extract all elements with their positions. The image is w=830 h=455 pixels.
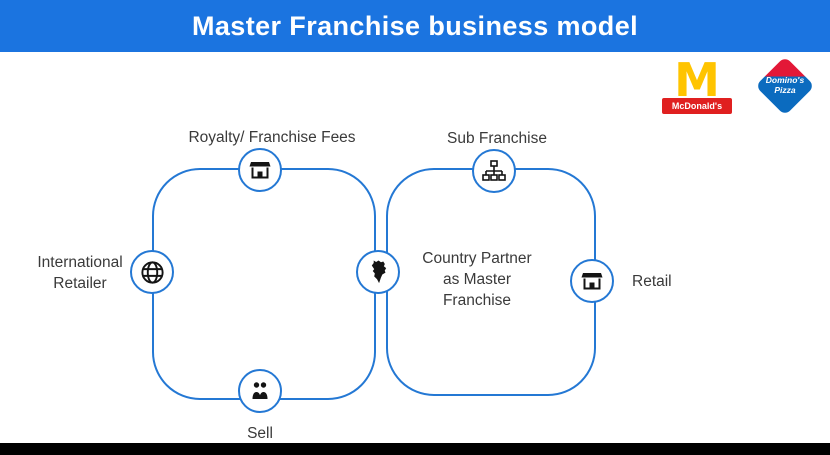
people-icon	[252, 382, 268, 399]
sub-franchise-label: Sub Franchise	[447, 130, 547, 147]
mcdonalds-logo: M McDonald's	[662, 53, 732, 116]
header-bar: Master Franchise business model	[0, 0, 830, 52]
sell-label: Sell	[247, 425, 273, 442]
mcdonalds-arches-icon: M	[662, 53, 732, 107]
international-retailer-node	[130, 250, 174, 294]
royalty-node	[238, 148, 282, 192]
left-cycle-loop	[152, 168, 376, 400]
sub-franchise-node	[472, 149, 516, 193]
page-title: Master Franchise business model	[191, 10, 639, 41]
country-partner-node	[356, 250, 400, 294]
mcdonalds-arches-glyph: M	[674, 53, 720, 107]
international-retailer-label: International Retailer	[37, 254, 123, 292]
storefront-icon	[581, 273, 603, 290]
mcdonalds-wordmark: McDonald's	[662, 98, 732, 114]
sell-node	[238, 369, 282, 413]
storefront-icon	[249, 162, 271, 179]
hierarchy-icon	[482, 160, 506, 181]
dominos-logo: Domino's Pizza	[753, 54, 817, 118]
country-partner-label: Country Partner as Master Franchise	[422, 250, 532, 309]
royalty-franchise-fees-label: Royalty/ Franchise Fees	[188, 129, 356, 146]
retail-node	[570, 259, 614, 303]
retail-label: Retail	[632, 273, 672, 290]
dominos-wordmark: Domino's Pizza	[765, 75, 805, 95]
globe-icon	[140, 260, 164, 284]
india-map-icon	[371, 260, 386, 284]
footer-strip	[0, 443, 830, 455]
